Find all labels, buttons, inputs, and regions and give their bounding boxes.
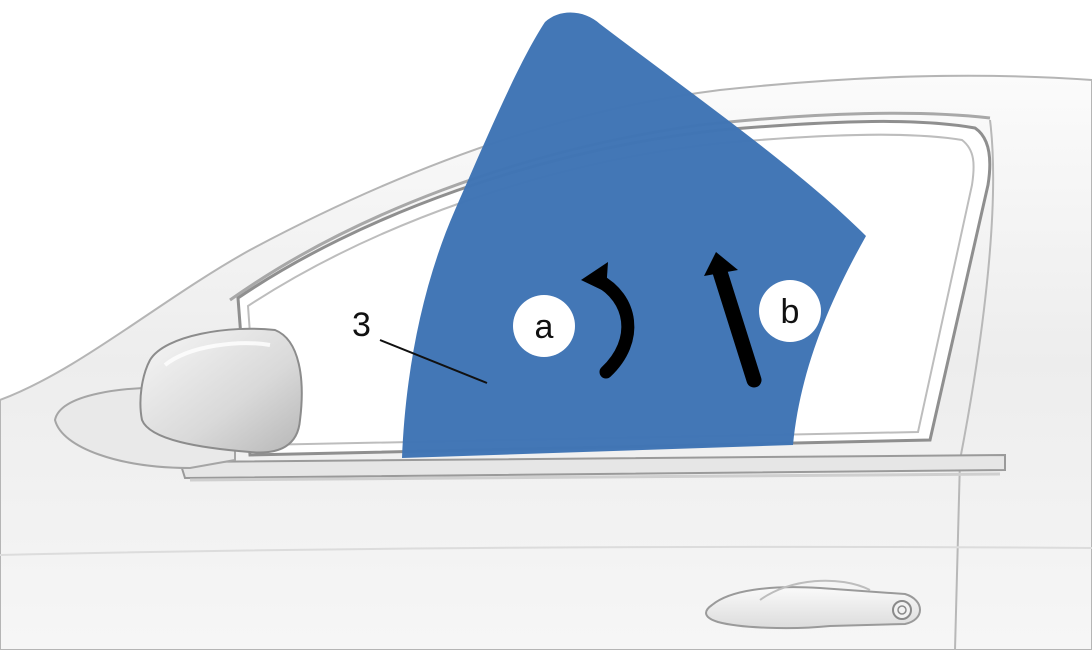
- side-mirror: [140, 329, 301, 453]
- door-handle: [706, 587, 920, 628]
- door-glass: [402, 12, 866, 458]
- step-a-label: a: [535, 308, 554, 346]
- step-b-label: b: [781, 293, 800, 331]
- step-a-badge: a: [513, 295, 575, 357]
- step-b-badge: b: [759, 280, 821, 342]
- lock-cylinder-icon: [893, 601, 911, 619]
- callout-part-number: 3: [352, 306, 371, 344]
